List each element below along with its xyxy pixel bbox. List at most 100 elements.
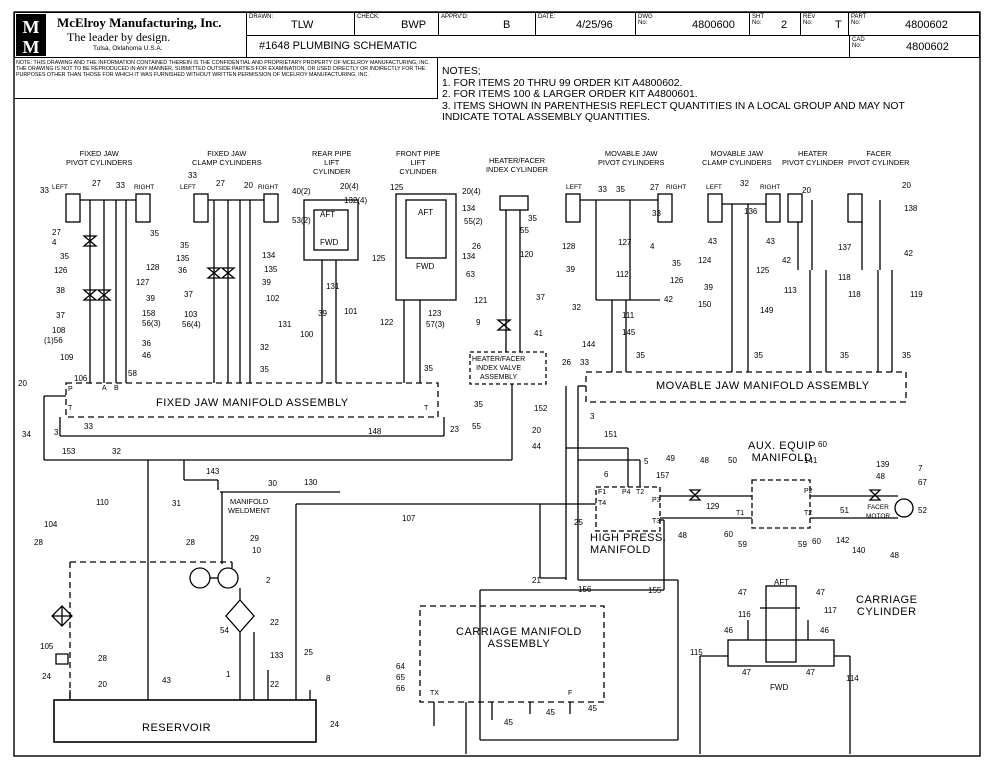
part-callout: 157 xyxy=(656,471,670,480)
part-callout: 35 xyxy=(636,351,645,360)
part-callout: 60 xyxy=(724,530,733,539)
part-callout: 106 xyxy=(74,374,88,383)
part-callout: 54 xyxy=(220,626,229,635)
part-callout: 22 xyxy=(270,618,279,627)
fixed-pivot-right: RIGHT xyxy=(134,184,155,191)
part-callout: 29 xyxy=(250,534,259,543)
company-logo: M M xyxy=(16,14,46,56)
port-t4: T4 xyxy=(598,500,607,507)
part-callout: 35 xyxy=(260,365,269,374)
part-callout: 158 xyxy=(142,309,156,318)
notes-heading: NOTES; xyxy=(442,66,481,77)
part-callout: 48 xyxy=(700,456,709,465)
port-p2: P2 xyxy=(804,488,813,495)
company-tagline: The leader by design. xyxy=(67,30,171,44)
index-valve-label: HEATER/FACER INDEX VALVE ASSEMBLY xyxy=(472,356,526,381)
part-callout: 64 xyxy=(396,662,405,671)
part-callout: 40(2) xyxy=(292,187,311,196)
fixed-clamp-right: RIGHT xyxy=(258,184,279,191)
part-callout: 121 xyxy=(474,296,488,305)
part-callout: 55 xyxy=(472,422,481,431)
part-callout: 59 xyxy=(798,540,807,549)
part-callout: 129 xyxy=(706,502,720,511)
part-callout: 24 xyxy=(42,672,51,681)
company-location: Tulsa, Oklahoma U.S.A. xyxy=(93,45,163,52)
heater-pivot-label: HEATER PIVOT CYLINDER xyxy=(782,149,844,167)
port-tx: TX xyxy=(430,690,439,697)
part-callout: 109 xyxy=(60,353,74,362)
part-callout: 52 xyxy=(918,506,927,515)
part-callout: 21 xyxy=(532,576,541,585)
apprvd-cell: APPRV'D: B xyxy=(439,13,536,35)
part-callout: 135 xyxy=(264,265,278,274)
reservoir-label: RESERVOIR xyxy=(142,722,212,734)
part-callout: 118 xyxy=(848,290,861,299)
part-callout: 45 xyxy=(546,708,555,717)
part-callout: 43 xyxy=(766,237,775,246)
part-callout: 20(4) xyxy=(340,182,359,191)
rev-value: T xyxy=(835,19,842,31)
part-callout: 28 xyxy=(186,538,195,547)
movable-jaw-manifold-label: MOVABLE JAW MANIFOLD ASSEMBLY xyxy=(656,380,870,392)
part-callout: 104 xyxy=(44,520,58,529)
part-callout: 56(4) xyxy=(182,320,201,329)
part-callout: 47 xyxy=(742,668,751,677)
part-callout: 134 xyxy=(462,252,476,261)
part-callout: 135 xyxy=(176,254,190,263)
fixed-jaw-manifold-label: FIXED JAW MANIFOLD ASSEMBLY xyxy=(156,397,349,409)
part-callout: 141 xyxy=(804,456,818,465)
part-callout: 116 xyxy=(738,610,751,619)
part-callout: 20 xyxy=(244,181,253,190)
part-callout: 119 xyxy=(910,290,923,299)
part-callout: 144 xyxy=(582,340,596,349)
part-callout: 4 xyxy=(52,238,57,247)
part-callout: 125 xyxy=(372,254,386,263)
part-callout: 111 xyxy=(622,311,635,320)
part-callout: 56(3) xyxy=(142,319,161,328)
part-callout: 46 xyxy=(820,626,829,635)
movable-pivot-left: LEFT xyxy=(566,184,582,191)
part-callout: 1 xyxy=(226,670,231,679)
part-callout: 33 xyxy=(598,185,607,194)
part-callout: 105 xyxy=(40,642,54,651)
part-callout: 8 xyxy=(326,674,331,683)
part-callout: 30 xyxy=(268,479,277,488)
part-callout: 55 xyxy=(520,226,529,235)
part-callout: 132(4) xyxy=(344,196,368,205)
part-callout: 133 xyxy=(270,651,284,660)
dwg-value: 4800600 xyxy=(692,19,735,31)
part-callout: 37 xyxy=(536,293,545,302)
part-callout: 66 xyxy=(396,684,405,693)
part-callout: 127 xyxy=(618,238,632,247)
part-callout: 125 xyxy=(756,266,770,275)
rev-cell: REV No: T xyxy=(801,13,849,35)
part-callout: 131 xyxy=(278,320,292,329)
part-callout: 113 xyxy=(784,286,797,295)
front-pipe-lift-label: FRONT PIPE LIFT CYLINDER xyxy=(396,149,441,176)
part-callout: 22 xyxy=(270,680,279,689)
mm-logo-graphic: M M xyxy=(23,17,40,56)
part-callout: 47 xyxy=(738,588,747,597)
part-callout: 20 xyxy=(98,680,107,689)
part-callout: 34 xyxy=(22,430,31,439)
part-callout: 20 xyxy=(802,186,811,195)
port-f: F xyxy=(568,690,573,697)
part-callout: 125 xyxy=(390,183,404,192)
port-t-fixed2: T xyxy=(424,405,429,412)
part-callout: 114 xyxy=(846,674,859,683)
part-callout: 60 xyxy=(812,537,821,546)
part-callout: 20 xyxy=(532,426,541,435)
part-callout: 127 xyxy=(136,278,150,287)
part-callout: 33 xyxy=(580,358,589,367)
port-p3: P3 xyxy=(652,497,661,504)
cad-cell: CAD No: 4800602 xyxy=(849,36,979,57)
part-callout: 43 xyxy=(162,676,171,685)
manifold-weldment-label: MANIFOLD WELDMENT xyxy=(228,497,271,515)
movable-jaw-manifold-box xyxy=(585,371,907,403)
part-callout: 37 xyxy=(184,290,193,299)
part-callout: 35 xyxy=(424,364,433,373)
heater-facer-index-label: HEATER/FACER INDEX CYLINDER xyxy=(486,156,549,174)
port-f1: F1 xyxy=(598,489,607,496)
part-callout: 9 xyxy=(476,318,481,327)
